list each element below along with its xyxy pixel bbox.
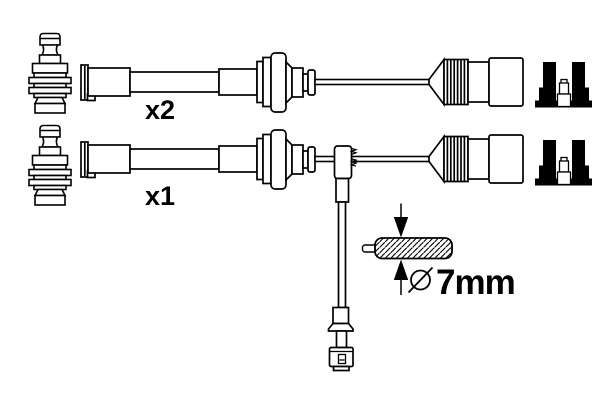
crimp-teeth-upper xyxy=(349,147,359,155)
diameter-annotation: 7mm xyxy=(361,203,516,302)
ribbed-connector-top xyxy=(428,57,524,107)
quantity-label-bottom: x1 xyxy=(145,181,175,211)
ignition-cable-bottom xyxy=(80,129,524,372)
dimension-arrow-down-icon xyxy=(393,217,409,238)
cable-wire-top xyxy=(314,78,431,86)
cable-wire-bottom-left xyxy=(314,155,336,163)
cable-cross-section xyxy=(374,237,453,260)
t-junction-block xyxy=(333,145,359,180)
dimension-arrow-up-icon xyxy=(393,259,409,280)
cable-wire-bottom-right xyxy=(350,155,431,163)
ribbed-connector-bottom xyxy=(428,134,524,184)
branch-end-connector xyxy=(327,306,354,372)
diameter-symbol-icon xyxy=(407,266,434,294)
diameter-value-label: 7mm xyxy=(436,263,515,302)
crimp-teeth-lower xyxy=(349,158,358,167)
quantity-label-top: x2 xyxy=(145,95,175,125)
ignition-cable-top xyxy=(80,52,524,113)
